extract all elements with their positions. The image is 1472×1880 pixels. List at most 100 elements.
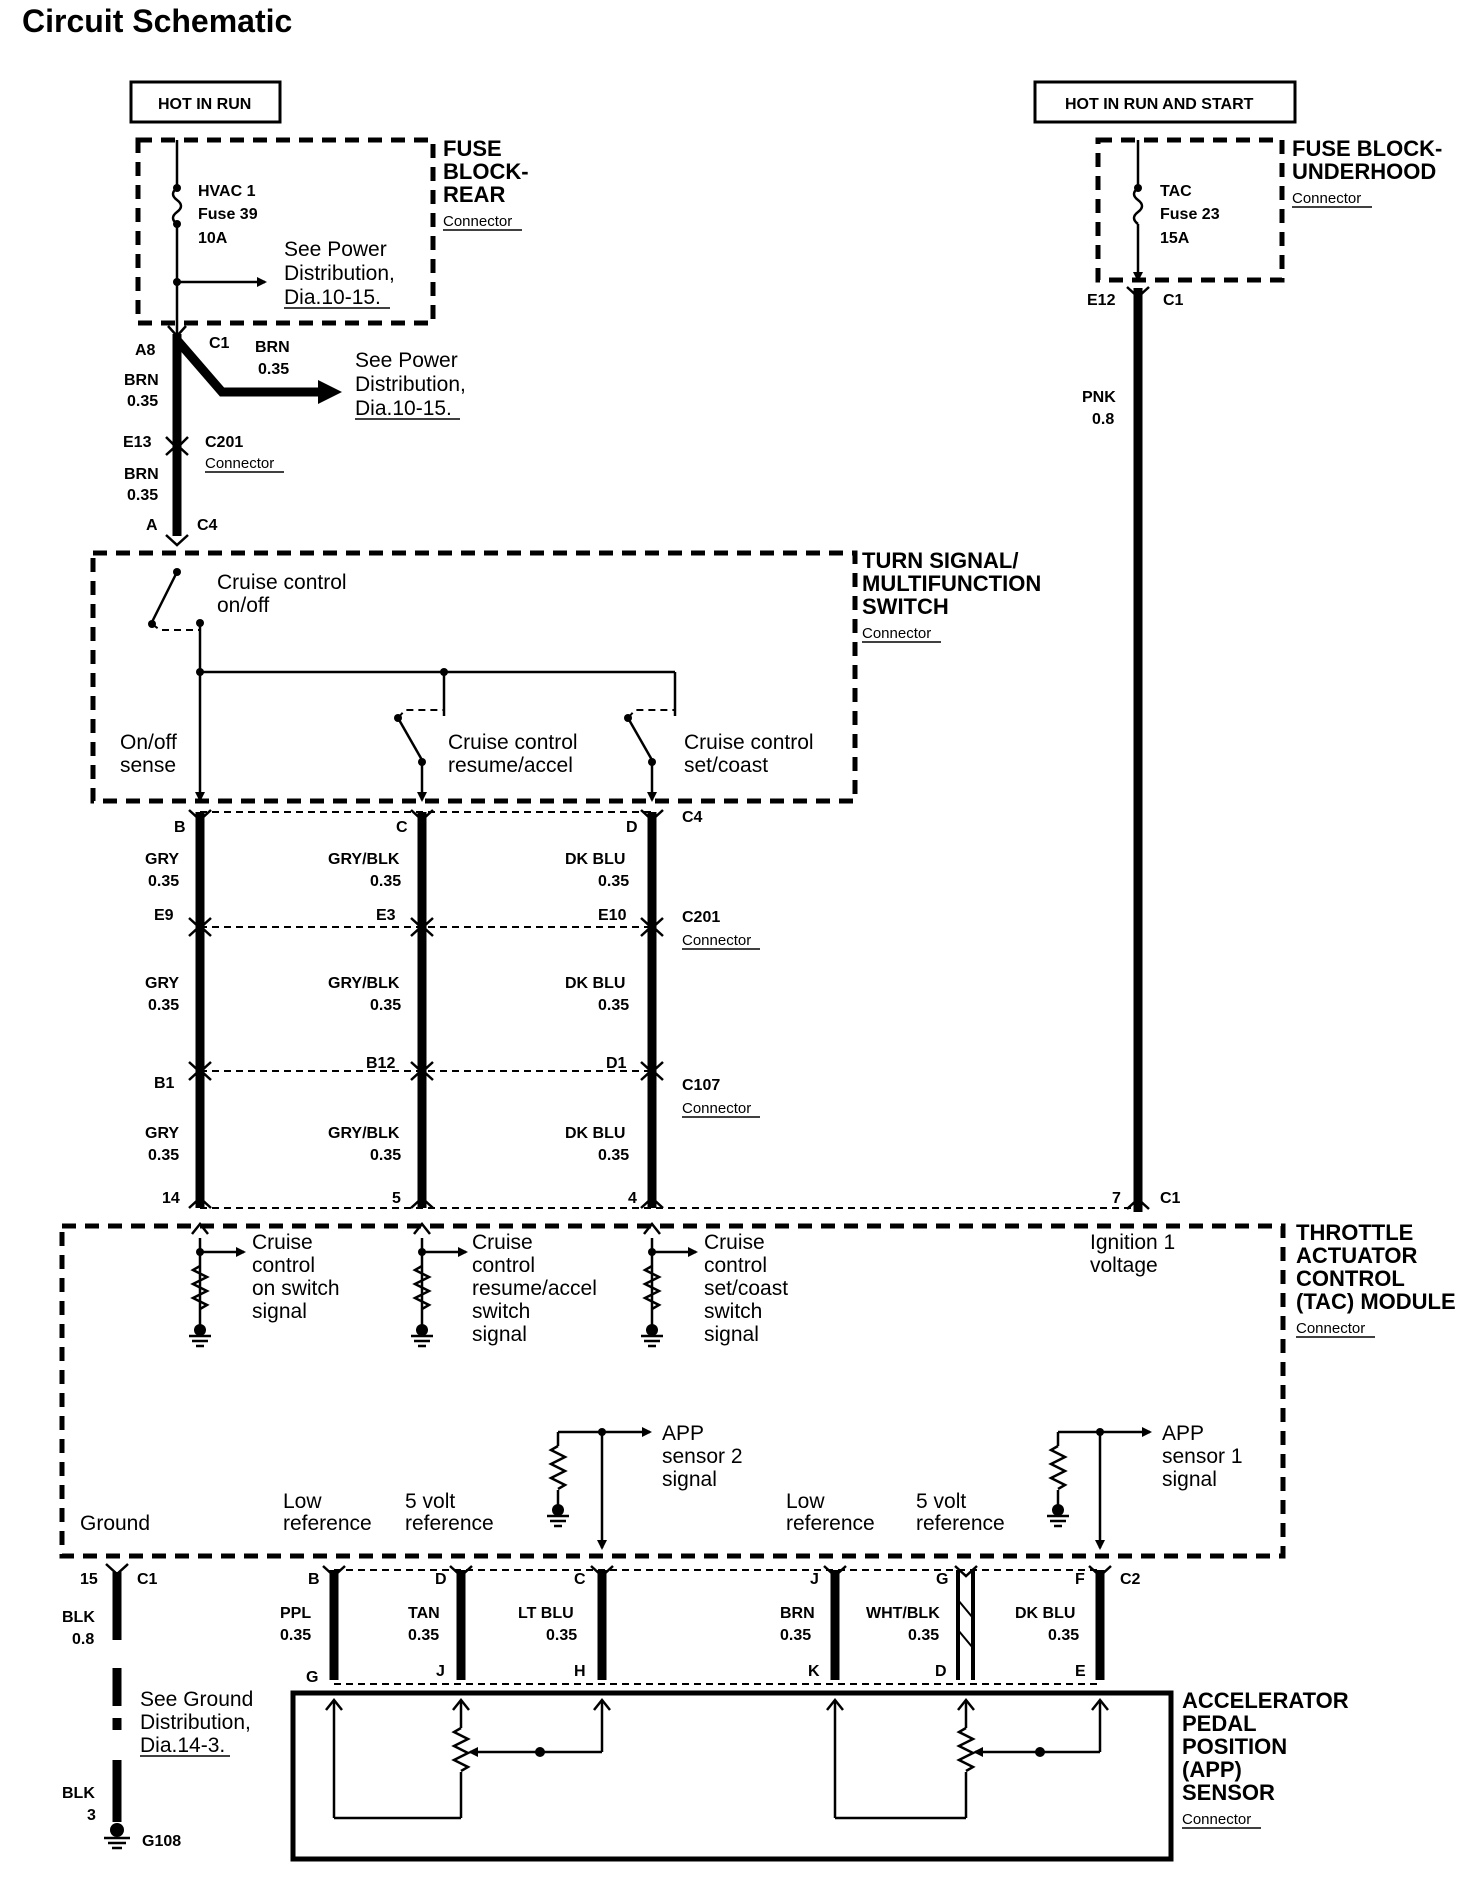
svg-text:0.35: 0.35 — [908, 1627, 939, 1644]
svg-text:E13: E13 — [123, 434, 152, 451]
svg-text:FUSE: FUSE — [443, 136, 502, 161]
svg-text:D: D — [626, 819, 638, 836]
svg-text:0.35: 0.35 — [598, 1147, 629, 1164]
svg-text:C201: C201 — [682, 909, 720, 926]
svg-text:Connector: Connector — [1182, 1811, 1251, 1828]
svg-text:Connector: Connector — [1296, 1320, 1365, 1337]
svg-text:on switch: on switch — [252, 1277, 340, 1300]
svg-text:sensor 2: sensor 2 — [662, 1445, 743, 1468]
svg-text:set/coast: set/coast — [684, 754, 768, 777]
svg-text:TAC: TAC — [1160, 183, 1192, 200]
svg-text:0.35: 0.35 — [370, 1147, 401, 1164]
svg-text:E: E — [1075, 1663, 1086, 1680]
svg-text:BRN: BRN — [780, 1605, 815, 1622]
svg-text:See Power: See Power — [355, 349, 458, 372]
svg-text:APP: APP — [662, 1422, 704, 1445]
turn-signal-multifunction-switch: TURN SIGNAL/ MULTIFUNCTION SWITCH Connec… — [90, 548, 1041, 804]
svg-text:5: 5 — [392, 1190, 401, 1207]
svg-text:5 volt: 5 volt — [916, 1490, 966, 1513]
svg-text:(TAC) MODULE: (TAC) MODULE — [1296, 1289, 1456, 1314]
svg-text:0.35: 0.35 — [370, 873, 401, 890]
svg-text:Cruise: Cruise — [704, 1231, 765, 1254]
svg-text:resume/accel: resume/accel — [448, 754, 573, 777]
svg-text:J: J — [436, 1663, 445, 1680]
lower-wiring: B D C J G F C2 PPL 0.35 TAN 0.35 LT BLU … — [280, 1565, 1141, 1686]
svg-text:signal: signal — [1162, 1468, 1217, 1491]
svg-text:reference: reference — [283, 1512, 372, 1535]
svg-text:GRY: GRY — [145, 1125, 179, 1142]
svg-text:BLK: BLK — [62, 1609, 95, 1626]
upper-left-wiring: A8 C1 BRN 0.35 BRN 0.35 See Power Distri… — [123, 325, 466, 547]
svg-text:REAR: REAR — [443, 182, 505, 207]
svg-text:0.8: 0.8 — [72, 1631, 94, 1648]
svg-text:0.35: 0.35 — [370, 997, 401, 1014]
svg-text:Connector: Connector — [862, 625, 931, 642]
svg-text:0.35: 0.35 — [546, 1627, 577, 1644]
app-sensor-2-signal-circuit — [547, 1427, 652, 1550]
svg-text:switch: switch — [704, 1300, 762, 1323]
svg-text:GRY/BLK: GRY/BLK — [328, 1125, 400, 1142]
svg-text:HOT IN RUN AND START: HOT IN RUN AND START — [1065, 96, 1254, 113]
svg-text:Low: Low — [283, 1490, 322, 1513]
svg-text:SWITCH: SWITCH — [862, 594, 949, 619]
svg-text:D: D — [435, 1571, 447, 1588]
svg-text:control: control — [704, 1254, 767, 1277]
svg-text:reference: reference — [916, 1512, 1005, 1535]
svg-text:GRY/BLK: GRY/BLK — [328, 851, 400, 868]
svg-text:On/off: On/off — [120, 731, 177, 754]
svg-text:DK BLU: DK BLU — [565, 851, 625, 868]
svg-text:Cruise control: Cruise control — [217, 571, 347, 594]
svg-text:GRY: GRY — [145, 975, 179, 992]
svg-text:B12: B12 — [366, 1055, 395, 1072]
svg-text:Fuse 39: Fuse 39 — [198, 206, 258, 223]
svg-text:B: B — [174, 819, 186, 836]
svg-text:Connector: Connector — [205, 455, 274, 472]
svg-text:0.35: 0.35 — [280, 1627, 311, 1644]
svg-text:0.35: 0.35 — [780, 1627, 811, 1644]
svg-text:resume/accel: resume/accel — [472, 1277, 597, 1300]
svg-text:F: F — [1075, 1571, 1085, 1588]
page-title: Circuit Schematic — [22, 3, 292, 39]
svg-text:(APP): (APP) — [1182, 1757, 1242, 1782]
svg-text:PEDAL: PEDAL — [1182, 1711, 1257, 1736]
pnk-wire: E12 C1 PNK 0.8 7 C1 — [1082, 286, 1184, 1212]
svg-text:BLOCK-: BLOCK- — [443, 159, 529, 184]
svg-text:4: 4 — [628, 1190, 637, 1207]
svg-text:control: control — [252, 1254, 315, 1277]
svg-text:ACTUATOR: ACTUATOR — [1296, 1243, 1418, 1268]
svg-text:TURN SIGNAL/: TURN SIGNAL/ — [862, 548, 1018, 573]
svg-text:C4: C4 — [197, 517, 218, 534]
svg-text:15A: 15A — [1160, 230, 1190, 247]
svg-text:Ground: Ground — [80, 1512, 150, 1535]
svg-text:HOT IN RUN: HOT IN RUN — [158, 96, 251, 113]
svg-text:15: 15 — [80, 1571, 98, 1588]
svg-text:sensor 1: sensor 1 — [1162, 1445, 1243, 1468]
svg-text:A: A — [146, 517, 158, 534]
svg-text:See Ground: See Ground — [140, 1688, 253, 1711]
svg-text:Distribution,: Distribution, — [284, 262, 395, 285]
svg-text:switch: switch — [472, 1300, 530, 1323]
svg-text:on/off: on/off — [217, 594, 269, 617]
svg-text:Connector: Connector — [1292, 190, 1361, 207]
svg-text:reference: reference — [786, 1512, 875, 1535]
svg-text:C1: C1 — [1160, 1190, 1181, 1207]
svg-text:0.35: 0.35 — [127, 487, 158, 504]
fuse-block-rear: FUSE BLOCK- REAR Connector HVAC 1 Fuse 3… — [135, 136, 529, 340]
svg-text:Low: Low — [786, 1490, 825, 1513]
app-sensor-1-potentiometer — [826, 1697, 1109, 1820]
svg-text:Fuse 23: Fuse 23 — [1160, 206, 1220, 223]
svg-text:PPL: PPL — [280, 1605, 311, 1622]
svg-text:0.35: 0.35 — [148, 997, 179, 1014]
svg-text:C2: C2 — [1120, 1571, 1141, 1588]
svg-text:J: J — [810, 1571, 819, 1588]
svg-text:Dia.14-3.: Dia.14-3. — [140, 1734, 225, 1757]
svg-text:E9: E9 — [154, 907, 174, 924]
svg-text:C4: C4 — [682, 809, 703, 826]
svg-text:G: G — [936, 1571, 948, 1588]
svg-text:SENSOR: SENSOR — [1182, 1780, 1275, 1805]
svg-text:Distribution,: Distribution, — [355, 373, 466, 396]
svg-text:K: K — [808, 1663, 820, 1680]
svg-text:Distribution,: Distribution, — [140, 1711, 251, 1734]
svg-text:Dia.10-15.: Dia.10-15. — [284, 286, 381, 309]
